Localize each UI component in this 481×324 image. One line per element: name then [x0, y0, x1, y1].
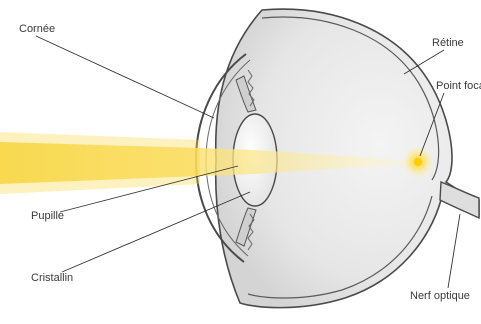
label-retina: Rétine [432, 37, 464, 50]
leader-optic-nerve [448, 214, 460, 288]
label-lens: Cristallin [31, 272, 73, 285]
label-pupil: Pupille [31, 210, 64, 223]
label-optic-nerve: Nerf optique [410, 290, 470, 303]
focal-point [414, 158, 422, 166]
light-beam-outer [0, 132, 200, 194]
label-focal-point: Point foca [436, 80, 481, 93]
leader-cornea [36, 36, 214, 118]
label-cornea: Cornée [19, 23, 55, 36]
optic-nerve [440, 182, 479, 218]
